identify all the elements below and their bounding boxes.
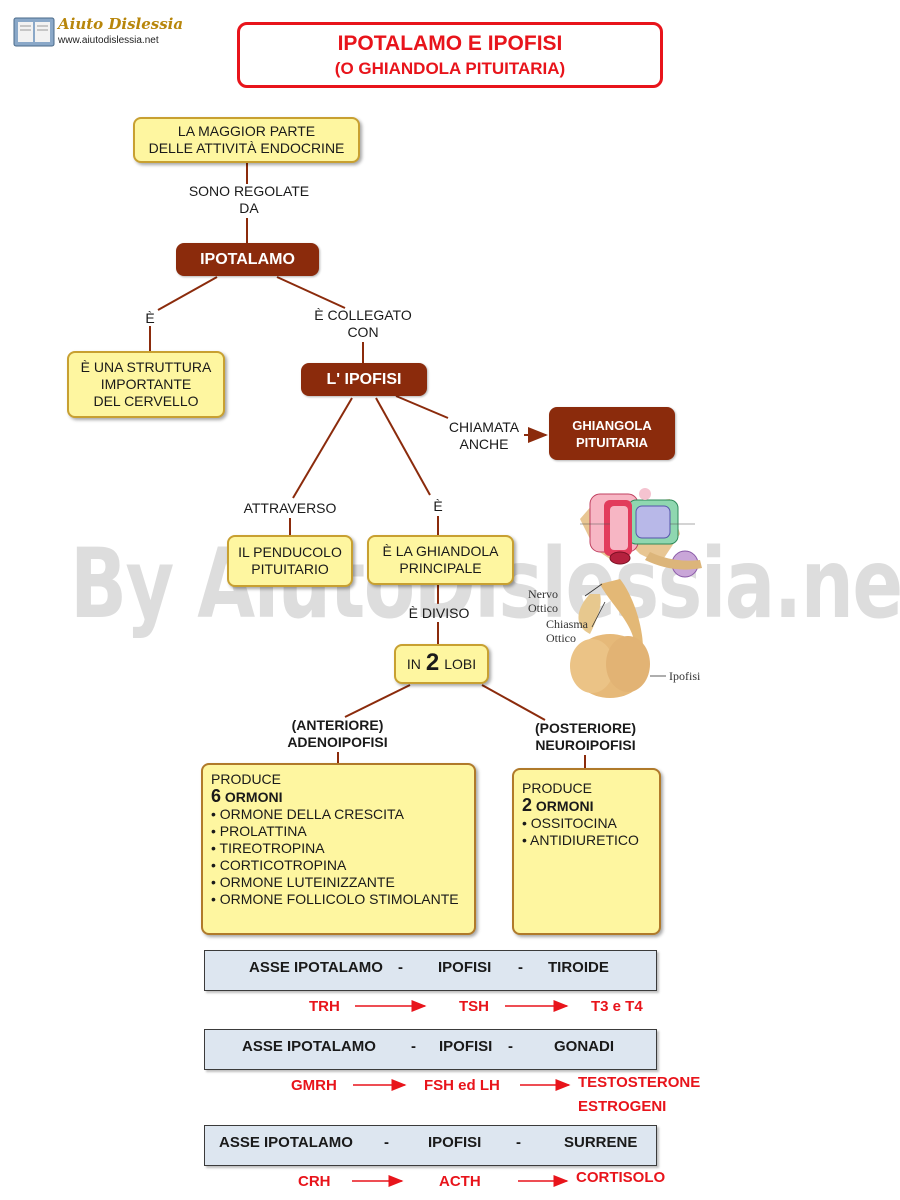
- chain-fsh-lh: FSH ed LH: [424, 1077, 500, 1094]
- asse-surrene-box: ASSE IPOTALAMO - IPOFISI - SURRENE: [204, 1125, 657, 1166]
- pituitary-illustration: [570, 488, 702, 698]
- label-nervo-ottico: Nervo Ottico: [528, 587, 558, 615]
- line-lobi-anteriore: [344, 684, 411, 718]
- line-ipofisi-e2: [375, 397, 431, 496]
- link-sono-regolate: SONO REGOLATE DA: [188, 183, 310, 216]
- line-ipotalamo-e: [157, 276, 218, 311]
- list-item: PROLATTINA: [211, 823, 466, 840]
- chain-testosterone: TESTOSTERONE: [578, 1074, 701, 1091]
- line-lobi-posteriore: [481, 684, 546, 721]
- logo-url: www.aiutodislessia.net: [58, 35, 159, 46]
- line-ipofisi-chiamata: [395, 395, 449, 419]
- node-ipotalamo[interactable]: IPOTALAMO: [176, 243, 319, 276]
- book-logo-icon: [13, 17, 55, 47]
- node-ghiandola-pituitaria[interactable]: GHIANGOLA PITUITARIA: [549, 407, 675, 460]
- label-chiasma-ottico: Chiasma Ottico: [546, 617, 588, 645]
- label-ipofisi-illustration: Ipofisi: [669, 669, 701, 683]
- list-item: TIREOTROPINA: [211, 840, 466, 857]
- asse-tiroide-box: ASSE IPOTALAMO - IPOFISI - TIROIDE: [204, 950, 657, 991]
- chain-t3-t4: T3 e T4: [591, 998, 643, 1015]
- link-chiamata-anche: CHIAMATA ANCHE: [448, 419, 520, 452]
- box-ormoni-anteriore[interactable]: PRODUCE 6 ORMONI ORMONE DELLA CRESCITA P…: [201, 763, 476, 935]
- line-ipofisi-attraverso: [292, 397, 353, 499]
- link-collegato-con: È COLLEGATO CON: [314, 307, 412, 340]
- box-struttura-cervello[interactable]: È UNA STRUTTURA IMPORTANTE DEL CERVELLO: [67, 351, 225, 418]
- list-item: ORMONE FOLLICOLO STIMOLANTE: [211, 891, 466, 908]
- title-posteriore: (POSTERIORE) NEUROIPOFISI: [534, 720, 637, 753]
- node-ipofisi[interactable]: L' IPOFISI: [301, 363, 427, 396]
- count-ormoni: 2 ORMONI: [522, 795, 594, 815]
- link-e-principale: È: [433, 498, 443, 514]
- title-box: IPOTALAMO E IPOFISI (O GHIANDOLA PITUITA…: [237, 22, 663, 88]
- asse-gonadi-box: ASSE IPOTALAMO - IPOFISI - GONADI: [204, 1029, 657, 1070]
- chain-tsh: TSH: [459, 998, 489, 1015]
- title-anteriore: (ANTERIORE) ADENOIPOFISI: [287, 717, 388, 750]
- box-2-lobi[interactable]: IN 2 LOBI: [394, 644, 489, 684]
- page-subtitle: (O GHIANDOLA PITUITARIA): [334, 59, 566, 78]
- label-produce: PRODUCE: [522, 780, 593, 796]
- chain-estrogeni: ESTROGENI: [578, 1098, 667, 1115]
- list-item: CORTICOTROPINA: [211, 857, 466, 874]
- list-item: OSSITOCINA: [522, 815, 651, 832]
- page-title: IPOTALAMO E IPOFISI: [337, 32, 563, 55]
- link-e-struttura: È: [145, 310, 155, 326]
- box-penducolo[interactable]: IL PENDUCOLO PITUITARIO: [227, 535, 353, 587]
- logo[interactable]: Aiuto Dislessia www.aiutodislessia.net: [12, 14, 183, 50]
- box-ghiandola-principale[interactable]: È LA GHIANDOLA PRINCIPALE: [367, 535, 514, 585]
- box-ormoni-posteriore[interactable]: PRODUCE 2 ORMONI OSSITOCINA ANTIDIURETIC…: [512, 768, 661, 935]
- list-item: ANTIDIURETICO: [522, 832, 651, 849]
- chain-gmrh: GMRH: [291, 1077, 337, 1094]
- count-ormoni: 6 ORMONI: [211, 786, 283, 806]
- list-item: ORMONE LUTEINIZZANTE: [211, 874, 466, 891]
- chain-crh: CRH: [298, 1173, 331, 1190]
- chain-cortisolo: CORTISOLO: [576, 1169, 666, 1186]
- box-attivita-endocrine[interactable]: LA MAGGIOR PARTE DELLE ATTIVITÀ ENDOCRIN…: [133, 117, 360, 163]
- chain-trh: TRH: [309, 998, 340, 1015]
- chain-acth: ACTH: [439, 1173, 481, 1190]
- link-attraverso: ATTRAVERSO: [243, 500, 337, 516]
- list-item: ORMONE DELLA CRESCITA: [211, 806, 466, 823]
- label-produce: PRODUCE: [211, 771, 282, 787]
- line-ipotalamo-collegato: [276, 276, 346, 309]
- logo-title: Aiuto Dislessia: [58, 15, 184, 33]
- link-e-diviso: È DIVISO: [408, 605, 470, 621]
